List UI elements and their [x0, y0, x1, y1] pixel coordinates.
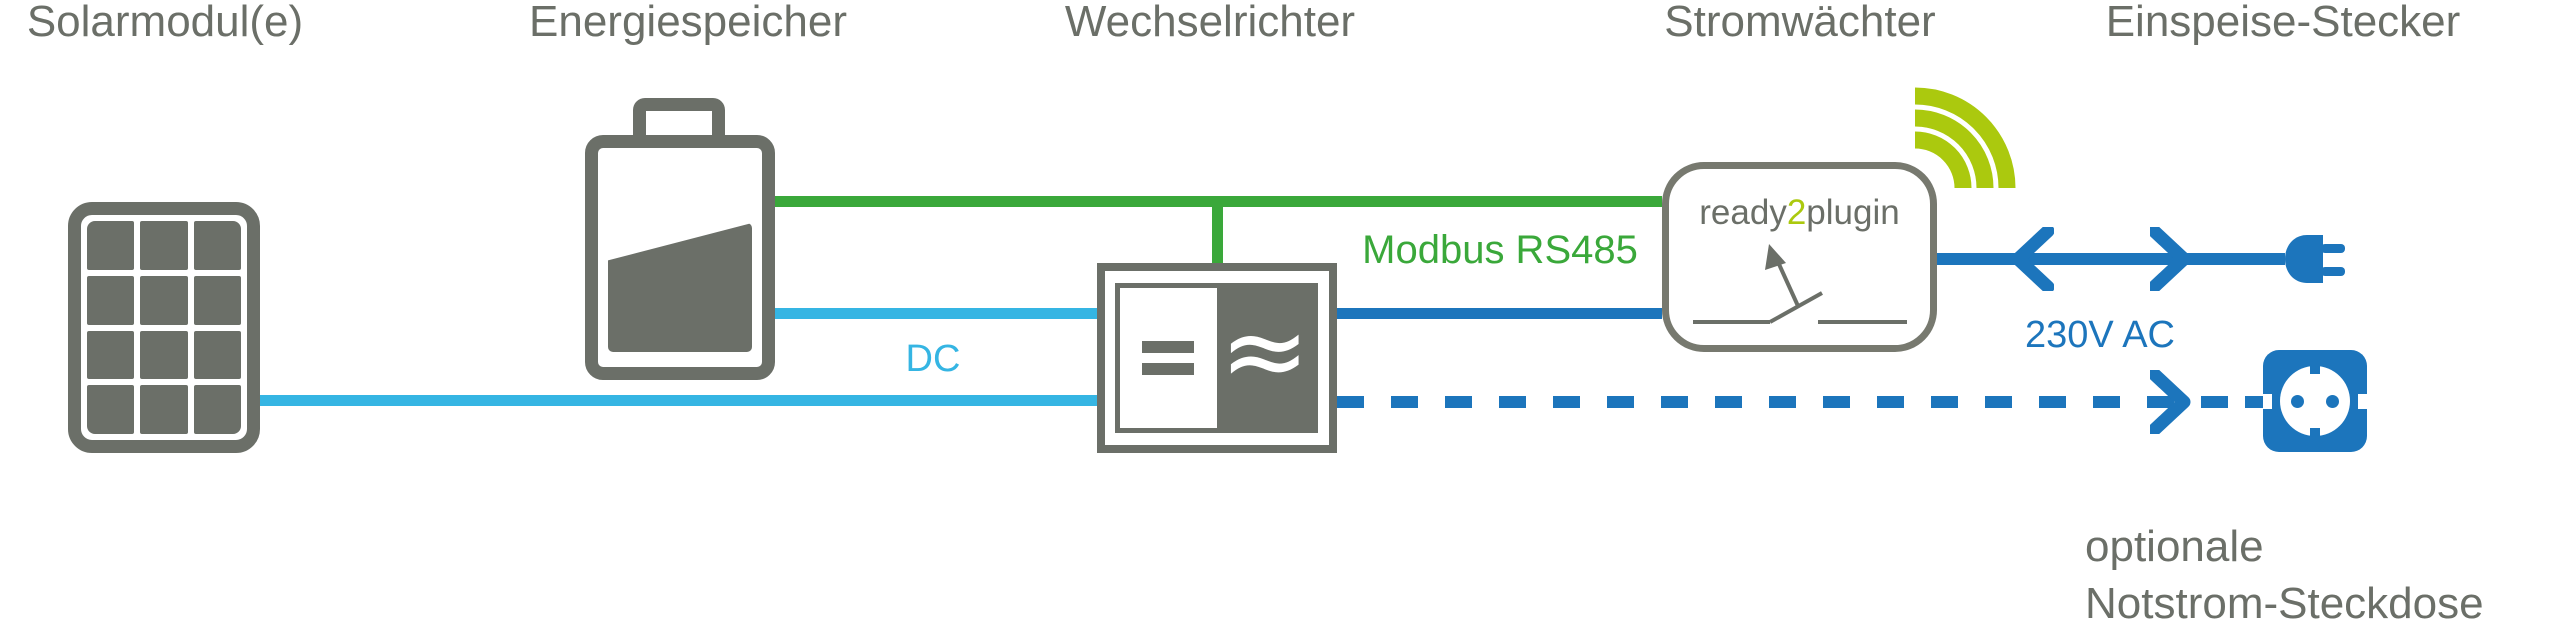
brand-post: plugin — [1806, 193, 1900, 232]
stromwaechter-device: ready2plugin — [1662, 162, 1937, 352]
brand-pre: ready — [1699, 193, 1787, 232]
schuko-socket-icon — [2263, 350, 2367, 452]
label-dc: DC — [905, 338, 961, 380]
socket-hole-left — [2291, 394, 2304, 408]
arrow-right-icon — [2150, 227, 2191, 291]
socket-hole-right — [2326, 394, 2339, 408]
ac-line-monitor-to-plug — [1937, 253, 2285, 265]
solar-panel-cells — [87, 221, 241, 434]
socket-ground-clip-bottom — [2310, 428, 2320, 437]
switch-icon — [1693, 244, 1907, 324]
wifi-signal-icon — [1914, 87, 2016, 189]
brand-num: 2 — [1786, 193, 1807, 232]
title-stromwaechter: Stromwächter — [1664, 0, 1936, 46]
title-einspeise-stecker: Einspeise-Stecker — [2105, 0, 2461, 46]
socket-ground-clip-top — [2310, 365, 2320, 374]
modbus-line-drop-to-inverter — [1212, 196, 1223, 266]
title-energiespeicher: Energiespeicher — [529, 0, 847, 46]
inverter-panel: ≈ — [1115, 283, 1318, 433]
title-solarmodule: Solarmodul(e) — [26, 0, 304, 46]
ac-symbol-icon: ≈ — [1216, 288, 1313, 428]
label-optional-line1: optionale — [2085, 522, 2264, 571]
label-optional-line2: Notstrom-Steckdose — [2085, 579, 2484, 628]
dc-line-battery-to-inverter — [775, 308, 1097, 319]
power-plug-icon — [2285, 235, 2345, 283]
title-wechselrichter: Wechselrichter — [1064, 0, 1356, 46]
backup-dashed-line — [1337, 396, 2240, 408]
label-optional-backup-socket: optionale Notstrom-Steckdose — [2085, 518, 2484, 632]
arrow-left-icon — [2012, 227, 2054, 291]
socket-recess — [2280, 365, 2350, 437]
modbus-line-inverter-to-monitor — [1337, 308, 1662, 319]
label-modbus: Modbus RS485 — [1362, 228, 1638, 272]
dc-symbol-icon — [1120, 288, 1217, 428]
dc-line-solar-to-inverter — [260, 395, 1097, 406]
label-230v-ac: 230V AC — [2025, 314, 2175, 356]
brand-logo: ready2plugin — [1669, 193, 1930, 233]
arrow-right-dashed-icon — [2150, 370, 2191, 434]
inverter-icon: ≈ — [1097, 263, 1337, 453]
socket-connector-stub — [2245, 396, 2265, 408]
solar-panel-icon — [68, 202, 260, 453]
